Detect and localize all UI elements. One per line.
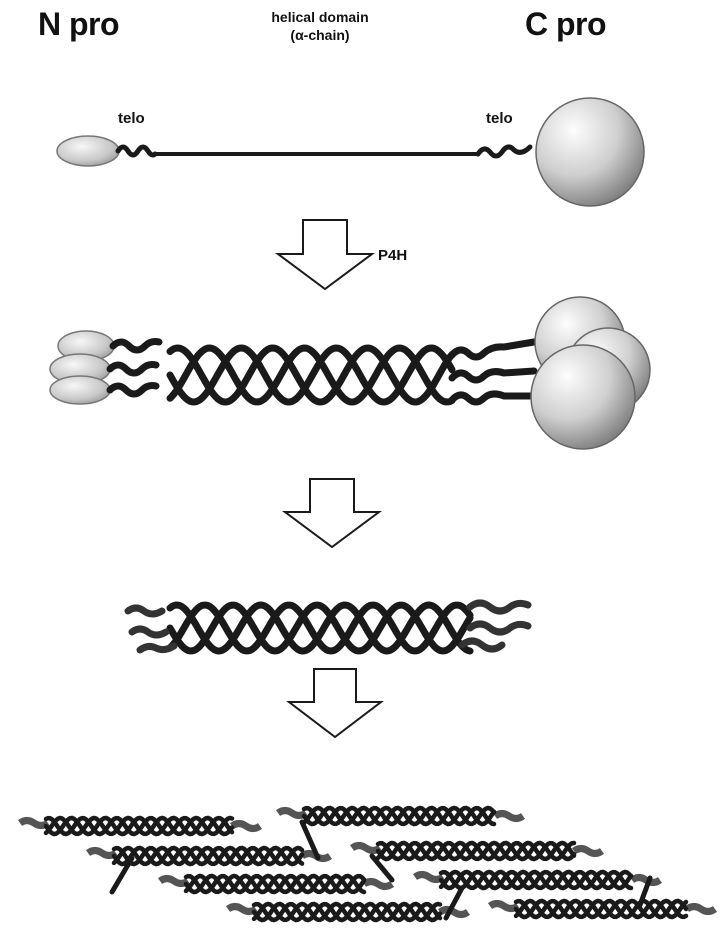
fibril-molecule bbox=[415, 872, 660, 888]
c-telopeptide-strand-2 bbox=[452, 371, 534, 380]
fibril-molecule bbox=[352, 843, 602, 859]
n-propeptide-globule-3 bbox=[50, 376, 110, 404]
c-telopeptide-strand-3 bbox=[452, 394, 534, 402]
tropocollagen-helix bbox=[170, 605, 470, 651]
n-telopeptide-ends bbox=[128, 608, 174, 650]
n-telopeptide-strand bbox=[118, 147, 155, 155]
arrow-2 bbox=[285, 479, 379, 547]
n-telopeptide-strands bbox=[110, 342, 159, 395]
n-propeptide-globule bbox=[57, 136, 119, 166]
c-propeptide-globule-3 bbox=[531, 345, 635, 449]
arrow-3 bbox=[289, 669, 381, 737]
c-telopeptide-strand-1 bbox=[452, 342, 534, 357]
fibril-molecule bbox=[160, 876, 392, 892]
stage-tropocollagen bbox=[128, 603, 528, 651]
stage-single-chain bbox=[57, 98, 644, 206]
helix-strands bbox=[110, 342, 452, 403]
stage-fibril bbox=[20, 808, 715, 920]
c-telopeptide-strand bbox=[478, 147, 530, 156]
stage-procollagen-triple-helix bbox=[50, 297, 650, 449]
fibril-molecule bbox=[20, 818, 260, 834]
fibril-molecule bbox=[490, 901, 715, 917]
arrow-1 bbox=[278, 220, 372, 289]
c-propeptide-globule bbox=[536, 98, 644, 206]
c-telopeptide-ends bbox=[462, 603, 528, 649]
fibril-molecule bbox=[228, 904, 468, 920]
fibril-molecule bbox=[88, 848, 330, 864]
fibril-molecule bbox=[278, 808, 523, 824]
